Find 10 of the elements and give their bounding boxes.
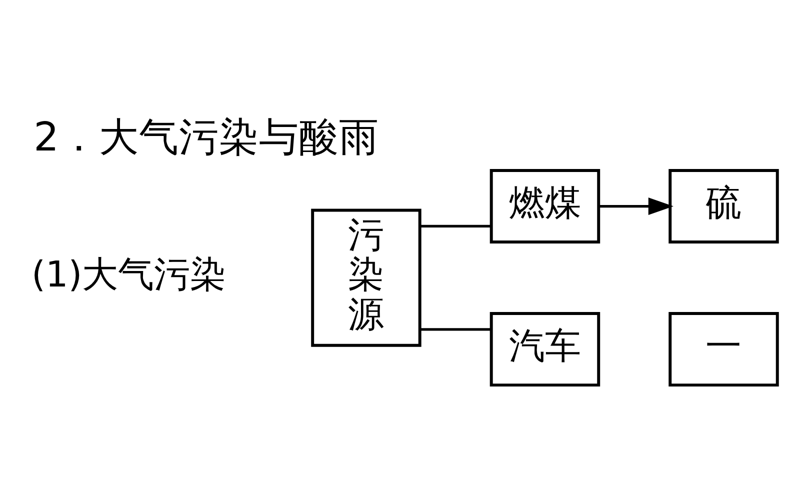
label: (1)大气污染 (32, 254, 226, 296)
connector (420, 224, 491, 227)
connector (420, 328, 491, 330)
diagram-title: 2．大气污染与酸雨 (34, 114, 379, 160)
node-box: 汽车 (490, 312, 600, 386)
arrow (598, 197, 674, 215)
node-box: 燃煤 (490, 168, 600, 244)
node-box: 一 (668, 312, 779, 386)
node-box: 污染源 (311, 208, 422, 346)
node-box: 硫 (668, 168, 779, 244)
